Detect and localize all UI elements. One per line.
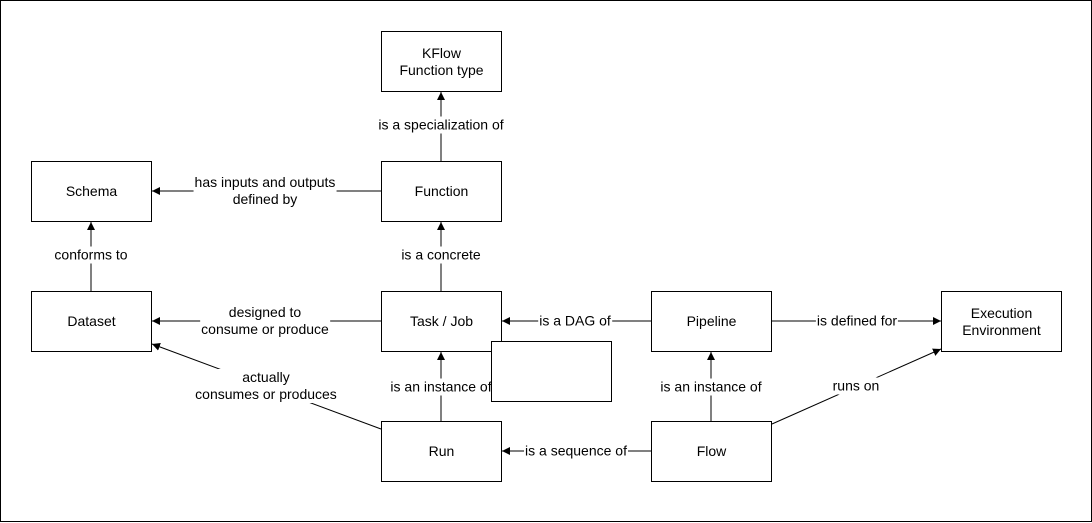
node-pipeline: Pipeline [651, 291, 772, 352]
label-inputs-outputs: has inputs and outputs defined by [193, 174, 337, 208]
label-runs-on: runs on [831, 377, 881, 395]
node-flow: Flow [651, 421, 772, 482]
label-defined-for: is defined for [815, 312, 899, 330]
label-instance-of-task: is an instance of [389, 378, 493, 396]
label-designed-to: designed to consume or produce [200, 304, 330, 338]
label-concrete: is a concrete [400, 246, 482, 264]
node-kflow-function-type: KFlow Function type [381, 31, 502, 92]
node-blank-box [491, 341, 612, 402]
node-execution-environment: Execution Environment [941, 291, 1062, 352]
label-conforms-to: conforms to [53, 246, 129, 264]
node-function: Function [381, 161, 502, 222]
label-specialization: is a specialization of [377, 116, 505, 134]
node-schema: Schema [31, 161, 152, 222]
node-run: Run [381, 421, 502, 482]
label-instance-of-pipeline: is an instance of [659, 378, 763, 396]
node-task-job: Task / Job [381, 291, 502, 352]
label-dag-of: is a DAG of [538, 312, 612, 330]
node-dataset: Dataset [31, 291, 152, 352]
label-sequence-of: is a sequence of [524, 442, 628, 460]
label-actually-consumes: actually consumes or produces [194, 369, 338, 403]
